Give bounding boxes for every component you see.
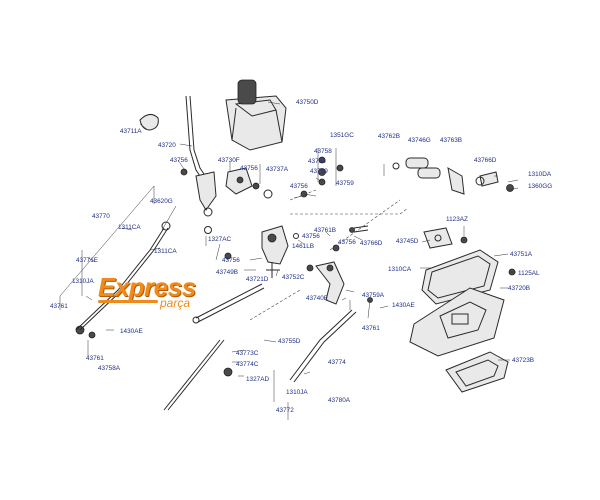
part-label: 43760 bbox=[308, 158, 326, 165]
part-label: 43756 bbox=[302, 233, 320, 240]
shift-boot bbox=[225, 79, 287, 151]
part-label: 43756 bbox=[222, 257, 240, 264]
part-label: 43780A bbox=[328, 397, 351, 404]
part-label: 43766D bbox=[474, 157, 497, 164]
part-label: 43737A bbox=[266, 166, 289, 173]
part-label: 43763B bbox=[440, 137, 462, 144]
reference-lines bbox=[249, 189, 409, 321]
shift-base-assembly bbox=[261, 225, 299, 278]
part-label: 43720 bbox=[158, 142, 176, 149]
part-label: 43750D bbox=[296, 99, 319, 106]
part-label: 43720B bbox=[508, 285, 530, 292]
shift-cable-lower bbox=[163, 309, 357, 411]
part-label: 43761 bbox=[86, 355, 104, 362]
lever-bracket bbox=[225, 167, 273, 199]
shift-lever bbox=[185, 95, 217, 234]
leader-lines bbox=[85, 101, 519, 377]
part-label: 1327AC bbox=[208, 236, 231, 243]
part-label: 43761 bbox=[362, 325, 380, 332]
cover-plate bbox=[445, 351, 509, 393]
part-label: 1310DA bbox=[528, 171, 552, 178]
logo-swoosh bbox=[98, 300, 158, 303]
group-brackets bbox=[59, 148, 385, 420]
part-label: 1311CA bbox=[118, 224, 141, 231]
part-label: 43755D bbox=[278, 338, 301, 345]
part-label: 43766D bbox=[360, 240, 383, 247]
bolt-mid bbox=[349, 225, 369, 233]
part-label: 43758 bbox=[314, 148, 332, 155]
part-label: 1461LB bbox=[292, 243, 314, 250]
part-label: 43772 bbox=[276, 407, 294, 414]
part-label: 43749B bbox=[216, 269, 238, 276]
part-label: 43756 bbox=[170, 157, 188, 164]
lower-housing bbox=[409, 287, 505, 357]
part-label: 43774 bbox=[328, 359, 346, 366]
part-label: 43756 bbox=[240, 165, 258, 172]
logo-brand-text: Express bbox=[98, 272, 196, 302]
part-label: 43761 bbox=[50, 303, 68, 310]
part-label: 43756 bbox=[338, 239, 356, 246]
part-label: 43758A bbox=[98, 365, 121, 372]
cable-bracket-upper bbox=[392, 157, 465, 195]
part-label: 43771E bbox=[76, 257, 98, 264]
part-label: 1327AD bbox=[246, 376, 269, 383]
part-label: 43745D bbox=[396, 238, 419, 245]
part-label: 43761B bbox=[314, 227, 336, 234]
part-label: 1310JA bbox=[286, 389, 308, 396]
part-label: 43759 bbox=[336, 180, 354, 187]
shift-cable-upper bbox=[75, 221, 171, 331]
part-label: 43752C bbox=[282, 274, 305, 281]
part-label: 43751A bbox=[510, 251, 533, 258]
part-label: 1310CA bbox=[388, 266, 412, 273]
part-label: 43721D bbox=[246, 276, 269, 283]
part-label: 1430AE bbox=[120, 328, 143, 335]
part-label: 1351GC bbox=[330, 132, 354, 139]
part-label: 1311CA bbox=[154, 248, 177, 255]
bushing-upper bbox=[475, 171, 499, 187]
fasteners bbox=[75, 156, 516, 377]
part-label: 43711A bbox=[120, 128, 142, 135]
cable-rod-middle bbox=[192, 283, 265, 324]
part-label: 43620G bbox=[150, 198, 173, 205]
part-label: 1310JA bbox=[72, 278, 94, 285]
part-label: 1125AL bbox=[518, 270, 540, 277]
bracket-43745D bbox=[423, 227, 453, 249]
part-label: 43759 bbox=[310, 168, 328, 175]
part-label: 43762B bbox=[378, 133, 400, 140]
express-parca-logo: Express parça bbox=[98, 272, 218, 314]
part-label: 1360GG bbox=[528, 183, 552, 190]
part-label: 43746G bbox=[408, 137, 431, 144]
part-label: 43774C bbox=[236, 361, 259, 368]
select-lever bbox=[315, 261, 345, 305]
part-label: 1123AZ bbox=[446, 216, 468, 223]
part-label: 1430AE bbox=[392, 302, 415, 309]
part-label: 43730F bbox=[218, 157, 240, 164]
part-label: 43770 bbox=[92, 213, 110, 220]
part-label: 43773C bbox=[236, 350, 259, 357]
part-label: 43740E bbox=[306, 295, 328, 302]
part-label: 43723B bbox=[512, 357, 534, 364]
base-plate bbox=[421, 249, 499, 305]
shift-knob bbox=[139, 114, 159, 131]
part-label: 43756 bbox=[290, 183, 308, 190]
logo-sub-text: parça bbox=[160, 296, 191, 310]
part-label: 43759A bbox=[362, 292, 385, 299]
